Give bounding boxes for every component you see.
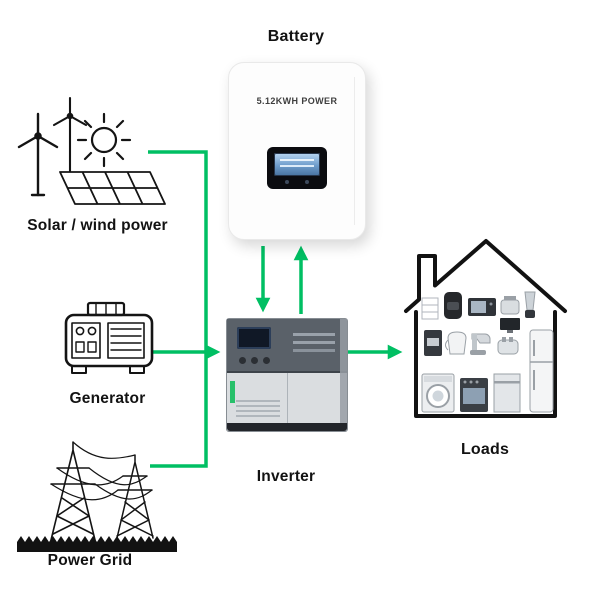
stand-mixer-icon [470,333,491,355]
grass-icon [17,536,177,552]
inverter-base [227,423,347,431]
battery-lcd-icon [274,153,320,176]
inverter-lower-panel [227,373,347,423]
inverter-front-panel [227,319,347,373]
solar-panel-icon [59,171,166,205]
coffee-machine-icon [424,330,442,356]
dishwasher-icon [493,373,521,413]
toaster-icon [497,337,519,355]
air-fryer-icon [444,292,462,319]
washing-machine-icon [421,373,455,413]
solar-wind-icon [17,96,166,205]
inverter-brand-sticker [230,381,235,403]
loads-house-icon [404,239,567,418]
battery-capacity-text: 5.12KWH POWER [256,96,338,106]
solar-wind-label: Solar / wind power [27,217,168,234]
wind-turbine-icon [52,96,88,176]
inverter-display-screen [237,327,271,349]
battery-label: Battery [267,28,325,45]
inverter-button-icon [239,357,246,364]
inverter-panel-markings [293,333,335,336]
generator-icon [64,301,154,374]
microwave-icon [468,298,496,316]
transmission-tower-icon [116,454,154,539]
loads-label: Loads [460,441,510,458]
inverter-label: Inverter [256,468,316,485]
battery-led-icon [285,180,289,184]
blender-icon [524,291,536,318]
shelf-icon [421,297,439,320]
fridge-icon [529,329,554,413]
kettle-icon [445,331,467,355]
battery-seam [354,77,355,225]
inverter-vents-icon [236,400,280,418]
tv-icon [500,318,520,333]
battery-device-icon: 5.12KWH POWER [228,62,366,240]
generator-label: Generator [69,390,146,407]
pot-icon [500,296,520,315]
battery-led-icon [305,180,309,184]
wind-turbine-icon [17,112,59,197]
oven-icon [460,378,488,412]
house-outline-icon [404,239,567,418]
power-line-wires [50,441,153,501]
inverter-seam [287,373,288,423]
inverter-side-shade [340,319,347,431]
power-grid-label: Power Grid [47,552,133,569]
transmission-tower-icon [50,441,96,541]
power-grid-icon [17,441,177,552]
inverter-button-icon [251,357,258,364]
inverter-device-icon [226,318,348,432]
battery-display-screen [267,147,327,189]
inverter-button-icon [263,357,270,364]
sun-icon [76,112,132,168]
